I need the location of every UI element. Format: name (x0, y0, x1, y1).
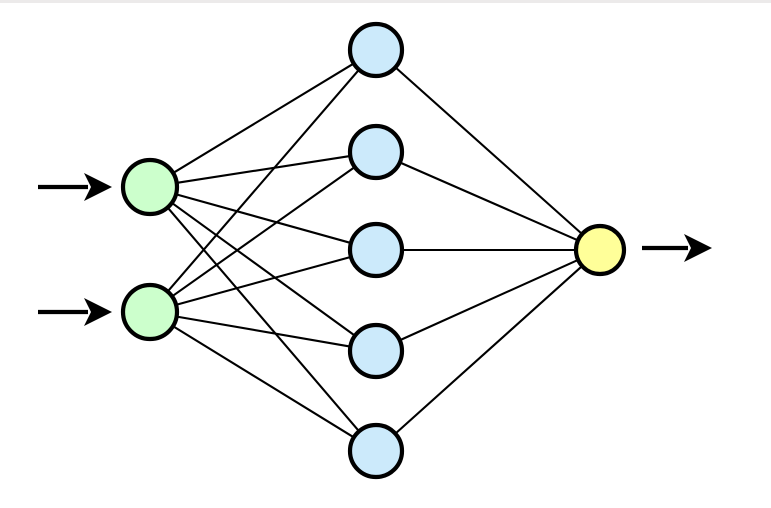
edge-i1-to-h1 (170, 61, 357, 176)
output-arrow-1 (642, 234, 712, 262)
hidden-node-3[interactable] (347, 221, 405, 279)
hidden-node-4[interactable] (347, 322, 405, 380)
edge-i2-to-h4 (173, 315, 354, 348)
output-node-1[interactable] (573, 223, 627, 277)
edge-i1-to-h2 (173, 154, 354, 185)
edge-h1-to-o1 (392, 64, 585, 237)
hidden-node-2[interactable] (347, 123, 405, 181)
hidden-node-5[interactable] (347, 422, 405, 480)
edge-i2-to-h2 (169, 164, 358, 299)
hidden-node-1[interactable] (347, 21, 405, 79)
edge-h4-to-o1 (396, 257, 581, 343)
edge-i2-to-h5 (170, 324, 357, 440)
edge-i1-to-h4 (169, 200, 358, 338)
edge-i2-to-h1 (165, 67, 362, 295)
top-edge-band (0, 0, 771, 3)
input-arrow-2-head (84, 298, 112, 326)
edge-i1-to-h3 (173, 192, 354, 245)
input-arrow-1-head (84, 173, 112, 201)
io-arrows-group (38, 173, 712, 326)
input-arrow-2 (38, 298, 112, 326)
edges-group (165, 61, 585, 440)
edge-i2-to-h3 (173, 255, 354, 307)
nodes-group (120, 21, 627, 480)
input-node-2[interactable] (120, 282, 180, 342)
edge-i1-to-h5 (165, 204, 362, 434)
edge-h5-to-o1 (392, 263, 585, 437)
edge-h2-to-o1 (396, 160, 581, 243)
output-arrow-1-head (684, 234, 712, 262)
input-node-1[interactable] (120, 157, 180, 217)
input-arrow-1 (38, 173, 112, 201)
